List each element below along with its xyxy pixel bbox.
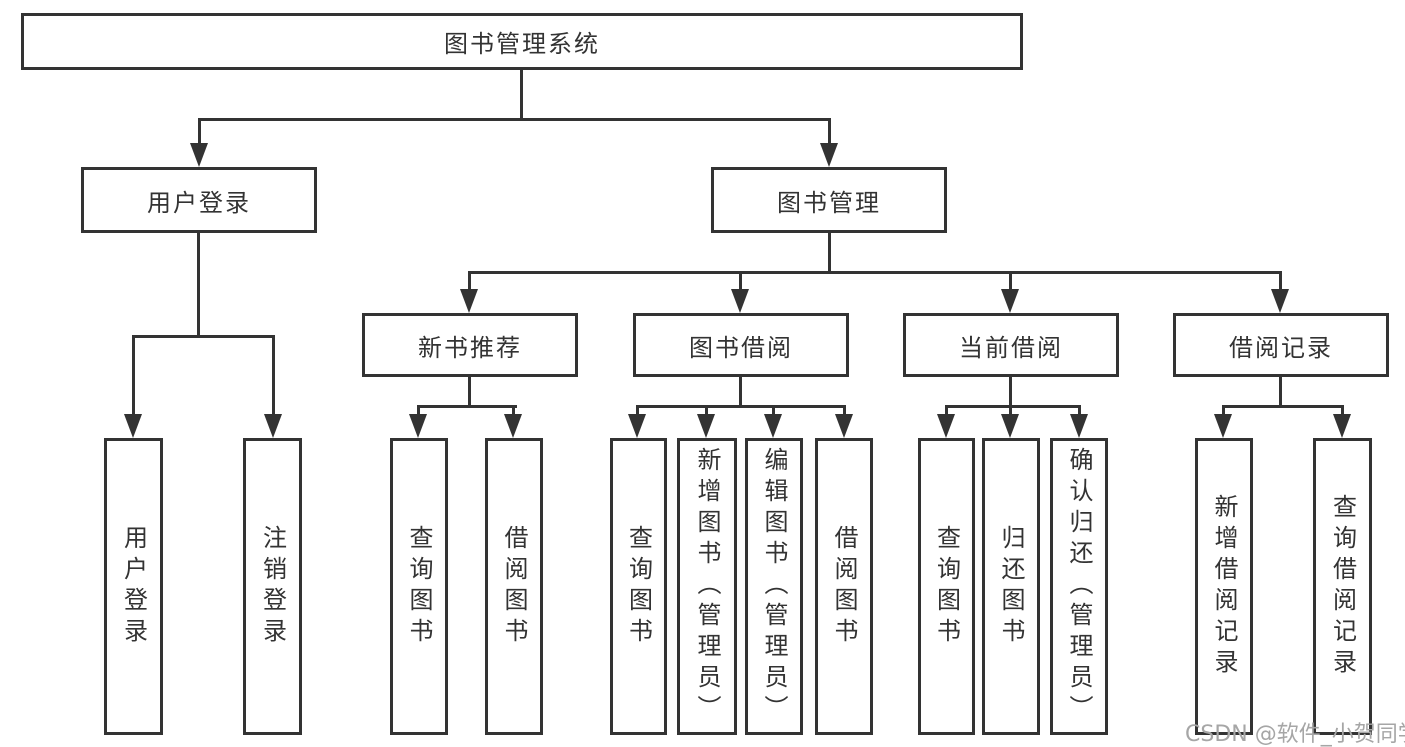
node-borrowing-records: 借阅记录 xyxy=(1173,313,1389,377)
node-leaf-cb-confirm-return-admin: 确认归还（管理员） xyxy=(1050,438,1108,735)
connector-line xyxy=(828,118,831,145)
node-label: 编辑图书（管理员） xyxy=(760,447,788,726)
connector-line xyxy=(1279,271,1282,291)
connector-line xyxy=(132,335,275,338)
connector-line xyxy=(945,405,948,416)
connector-line xyxy=(272,335,275,416)
node-label: 注销登录 xyxy=(258,524,287,649)
node-label: 借阅图书 xyxy=(830,524,858,649)
connector-line xyxy=(468,271,1282,274)
connector-line xyxy=(198,118,201,145)
arrowhead-icon xyxy=(1001,289,1019,313)
node-label: 图书管理系统 xyxy=(444,30,600,58)
connector-line xyxy=(772,405,775,416)
connector-line xyxy=(945,405,1081,408)
connector-line xyxy=(843,405,846,416)
connector-line xyxy=(1009,377,1012,407)
connector-line xyxy=(705,405,708,416)
node-label: 图书借阅 xyxy=(689,333,793,362)
connector-line xyxy=(1009,405,1012,416)
node-leaf-cb-return-books: 归还图书 xyxy=(982,438,1040,735)
connector-line xyxy=(1222,405,1225,416)
watermark-text: CSDN @软件_小贺同学 xyxy=(1185,722,1405,747)
node-leaf-bb-borrow-books: 借阅图书 xyxy=(815,438,873,735)
arrowhead-icon xyxy=(1214,414,1232,438)
node-current-borrowing: 当前借阅 xyxy=(903,313,1119,377)
connector-line xyxy=(636,405,639,416)
arrowhead-icon xyxy=(460,289,478,313)
arrowhead-icon xyxy=(409,414,427,438)
node-root: 图书管理系统 xyxy=(21,13,1023,70)
arrowhead-icon xyxy=(820,143,838,167)
connector-line xyxy=(1222,405,1344,408)
arrowhead-icon xyxy=(764,414,782,438)
node-label: 用户登录 xyxy=(119,524,148,649)
node-book-borrowing: 图书借阅 xyxy=(633,313,849,377)
connector-line xyxy=(1009,271,1012,291)
connector-line xyxy=(828,233,831,271)
connector-line xyxy=(512,405,515,416)
node-label: 借阅记录 xyxy=(1229,333,1333,362)
node-leaf-logout: 注销登录 xyxy=(243,438,302,735)
node-leaf-bb-query-books: 查询图书 xyxy=(610,438,667,735)
connector-line xyxy=(198,118,831,121)
connector-line xyxy=(468,377,471,407)
arrowhead-icon xyxy=(628,414,646,438)
node-leaf-nbr-query-books: 查询图书 xyxy=(390,438,448,735)
arrowhead-icon xyxy=(1001,414,1019,438)
node-leaf-cb-query-books: 查询图书 xyxy=(918,438,975,735)
arrowhead-icon xyxy=(124,414,142,438)
node-label: 借阅图书 xyxy=(500,524,528,649)
connector-line xyxy=(197,233,200,337)
node-label: 图书管理 xyxy=(777,188,881,217)
connector-line xyxy=(636,405,846,408)
connector-line xyxy=(468,271,471,291)
node-label: 查询图书 xyxy=(405,524,433,649)
node-leaf-user-login: 用户登录 xyxy=(104,438,163,735)
arrowhead-icon xyxy=(937,414,955,438)
node-label: 用户登录 xyxy=(147,188,251,217)
arrowhead-icon xyxy=(190,143,208,167)
node-leaf-br-query-record: 查询借阅记录 xyxy=(1313,438,1372,735)
arrowhead-icon xyxy=(504,414,522,438)
arrowhead-icon xyxy=(264,414,282,438)
connector-line xyxy=(739,271,742,291)
arrowhead-icon xyxy=(1070,414,1088,438)
arrowhead-icon xyxy=(731,289,749,313)
connector-line xyxy=(417,405,517,408)
connector-line xyxy=(520,70,523,118)
node-book-management: 图书管理 xyxy=(711,167,947,233)
connector-line xyxy=(1078,405,1081,416)
node-leaf-nbr-borrow-books: 借阅图书 xyxy=(485,438,543,735)
node-label: 查询借阅记录 xyxy=(1328,493,1357,680)
connector-line xyxy=(1341,405,1344,416)
node-label: 查询图书 xyxy=(624,524,653,649)
node-label: 归还图书 xyxy=(997,524,1025,649)
connector-line xyxy=(739,377,742,407)
connector-line xyxy=(417,405,420,416)
node-leaf-br-add-record: 新增借阅记录 xyxy=(1195,438,1253,735)
connector-line xyxy=(1279,377,1282,407)
node-leaf-bb-add-books-admin: 新增图书（管理员） xyxy=(677,438,737,735)
node-label: 新增图书（管理员） xyxy=(693,447,721,726)
node-label: 新书推荐 xyxy=(418,333,522,362)
connector-line xyxy=(132,335,135,416)
arrowhead-icon xyxy=(1333,414,1351,438)
arrowhead-icon xyxy=(697,414,715,438)
arrowhead-icon xyxy=(1271,289,1289,313)
node-new-book-recommend: 新书推荐 xyxy=(362,313,578,377)
node-label: 确认归还（管理员） xyxy=(1065,447,1093,726)
node-user-login: 用户登录 xyxy=(81,167,317,233)
node-leaf-bb-edit-books-admin: 编辑图书（管理员） xyxy=(745,438,803,735)
node-label: 新增借阅记录 xyxy=(1210,493,1238,680)
arrowhead-icon xyxy=(835,414,853,438)
node-label: 当前借阅 xyxy=(959,333,1063,362)
node-label: 查询图书 xyxy=(932,524,961,649)
